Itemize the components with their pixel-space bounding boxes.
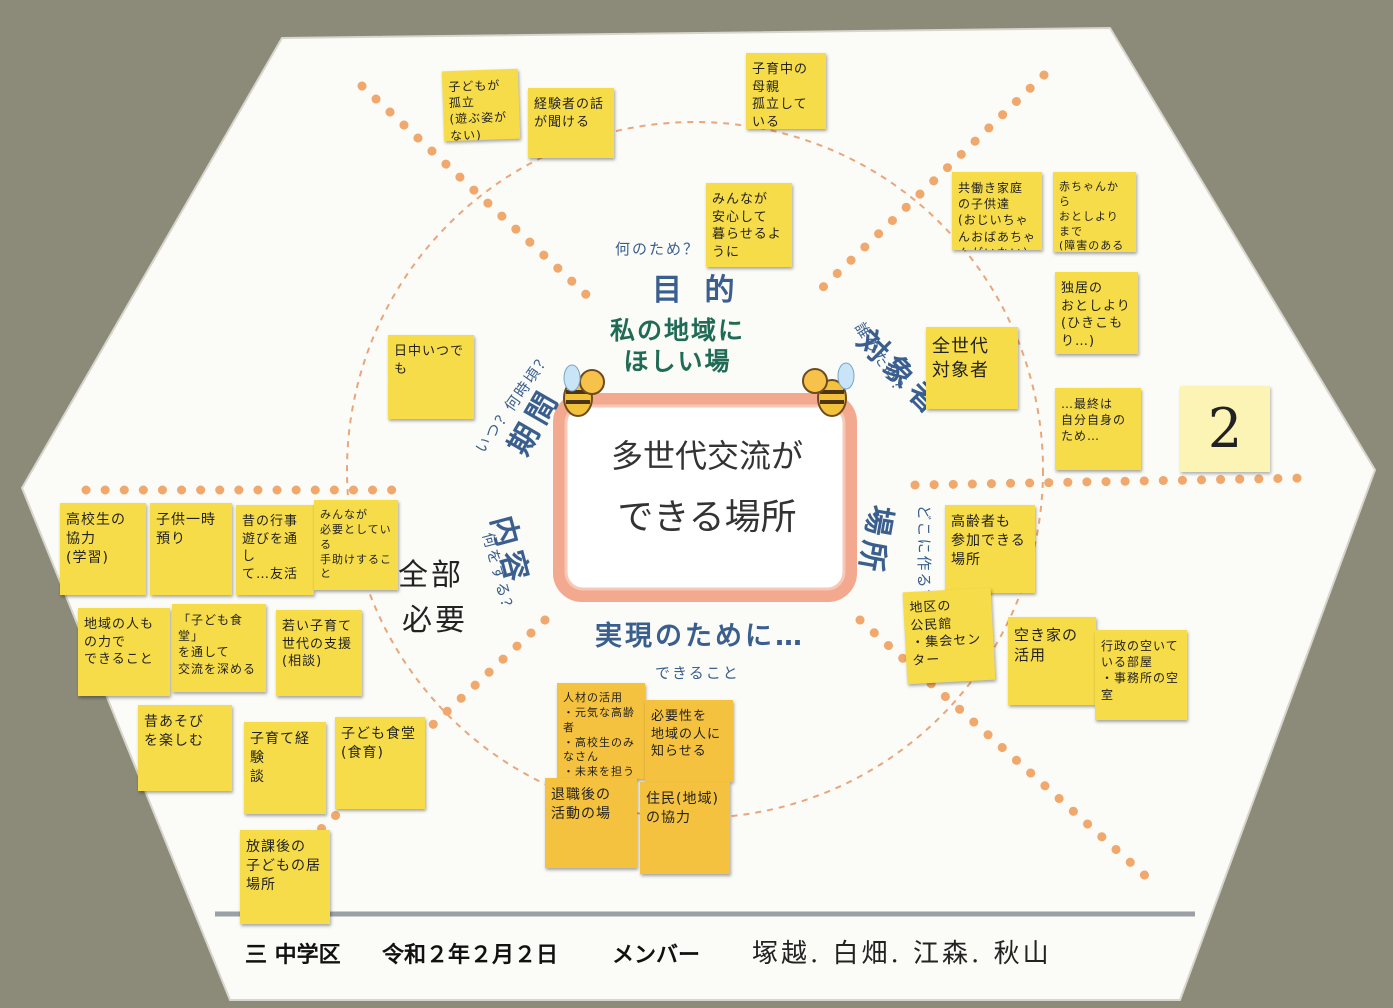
note-hear-experience: 経験者の話 が聞ける	[528, 88, 614, 158]
note-vacant-houses: 空き家の 活用	[1008, 617, 1096, 705]
center-heading-line-2: ほしい場	[623, 347, 732, 377]
theme-line-2: できる場所	[617, 496, 797, 538]
note-inform-locals: 必要性を 地域の人に 知らせる	[645, 700, 733, 782]
content-handwritten-1: 全部	[398, 558, 464, 593]
board-number: 2	[1180, 386, 1270, 472]
note-live-safely: みんなが 安心して 暮らせるように	[706, 183, 792, 267]
divider-right	[910, 473, 1310, 490]
divider-bottom-left	[315, 615, 550, 835]
note-childcare-temp: 子供一時 預り	[150, 503, 232, 595]
footer-members-label: メンバー	[612, 943, 701, 968]
note-local-power: 地域の人も の力で できること	[78, 608, 170, 696]
footer-district: 三 中学区	[245, 943, 341, 968]
note-kodomo-shokudo-exchange: 「子ども食堂」 を通して 交流を深める	[172, 604, 266, 692]
bee-left-icon	[563, 364, 605, 417]
note-young-parents-support: 若い子育て 世代の支援 (相談)	[276, 610, 362, 696]
action-sub: できること	[655, 664, 740, 682]
theme-frame	[553, 393, 857, 602]
note-anytime-daytime: 日中いつでも	[388, 335, 474, 419]
divider-top-right	[815, 70, 1049, 295]
note-afterschool-place: 放課後の 子どもの居場所	[240, 830, 330, 924]
divider-top-left	[357, 81, 597, 305]
note-community-hall: 地区の 公民館 ・集会センター	[902, 587, 996, 685]
theme-text: 多世代交流が できる場所	[582, 428, 832, 550]
note-children-isolated: 子どもが 孤立 (遊ぶ姿がない)	[441, 68, 521, 142]
action-label: 実現のために…	[595, 621, 805, 652]
note-enjoy-old-games: 昔あそび を楽しむ	[138, 705, 232, 791]
note-help-what-needed: みんなが 必要としている 手助けすること	[314, 500, 398, 590]
note-after-retirement: 退職後の 活動の場	[545, 778, 637, 868]
divider-bottom-right	[855, 615, 1155, 885]
note-kodomo-shokudo-food: 子ども食堂 (食育)	[335, 717, 425, 809]
note-parenting-stories: 子育て経験 談	[244, 722, 326, 814]
note-for-ourselves: …最終は 自分自身の ため…	[1055, 388, 1141, 470]
note-mothers-isolated: 子育中の母親 孤立している	[746, 53, 826, 129]
footer-members: 塚越. 白畑. 江森. 秋山	[752, 939, 1052, 969]
theme-frame-inner	[564, 404, 846, 591]
purpose-label: 目 的	[652, 273, 741, 308]
purpose-sub: 何のため？	[615, 240, 701, 258]
note-human-resources: 人材の活用 ・元気な高齢者 ・高校生のみなさん ・未来を担う方	[557, 683, 645, 779]
content-handwritten-2: 必要	[402, 603, 468, 638]
note-working-families: 共働き家庭 の子供達 (おじいちゃんおばあちゃんがいない)	[952, 172, 1042, 250]
footer-date: 令和２年２月２日	[382, 943, 559, 968]
note-elderly-living-alone: 独居の おとしより (ひきこもり…)	[1055, 272, 1138, 354]
note-babies-to-elderly: 赤ちゃんから おとしよりまで (障害のある方も)	[1053, 172, 1136, 252]
note-highschool-help: 高校生の 協力 (学習)	[60, 503, 146, 595]
dashed-circle	[346, 121, 1044, 819]
dotted-dividers	[81, 70, 1310, 885]
note-all-generations: 全世代 対象者	[926, 327, 1018, 409]
note-old-events-play: 昔の行事 遊びを通し て…友活	[236, 505, 314, 595]
center-heading: 私の地域に ほしい場	[610, 315, 745, 378]
bee-right-icon	[802, 362, 855, 417]
note-elderly-can-join: 高齢者も 参加できる 場所	[945, 505, 1035, 593]
theme-line-1: 多世代交流が	[610, 437, 803, 475]
center-heading-line-1: 私の地域に	[610, 316, 746, 345]
note-residents-cooperation: 住民(地域) の協力	[640, 782, 730, 874]
note-vacant-gov-rooms: 行政の空いて いる部屋 ・事務所の空室	[1095, 630, 1187, 720]
